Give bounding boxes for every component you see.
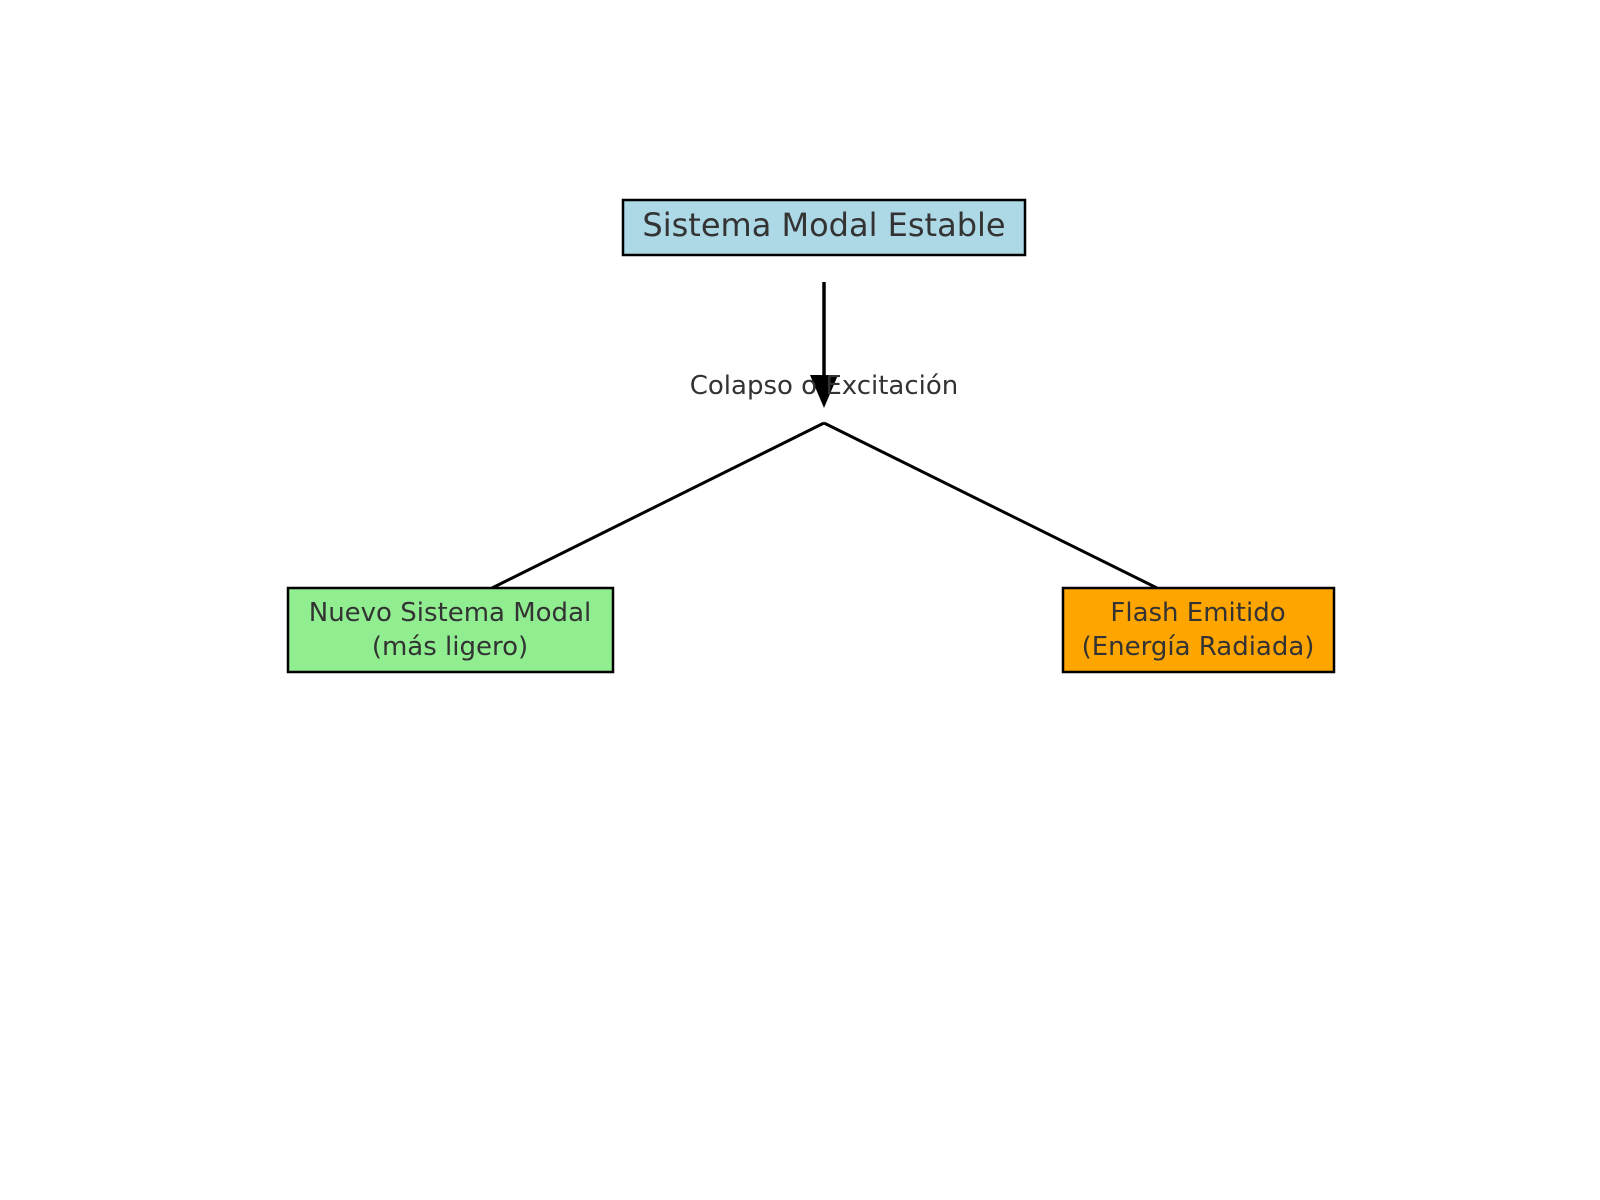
node-root-label: Sistema Modal Estable [642, 206, 1005, 244]
node-left: Nuevo Sistema Modal (más ligero) [286, 586, 615, 674]
node-right-line2: (Energía Radiada) [1082, 632, 1315, 662]
branch-right-line [823, 421, 1158, 590]
edge-label: Colapso o Excitación [690, 371, 959, 401]
arrow-head [810, 375, 838, 408]
node-root-box [621, 198, 1027, 257]
node-right-box [1061, 586, 1336, 674]
node-root: Sistema Modal Estable [621, 198, 1027, 257]
node-left-line2: (más ligero) [372, 632, 528, 662]
node-right-line1: Flash Emitido [1110, 598, 1285, 628]
node-left-box [286, 586, 615, 674]
branch-lines [491, 421, 1158, 590]
node-left-line1: Nuevo Sistema Modal [309, 598, 591, 628]
edge-root-to-split [810, 282, 838, 408]
node-right: Flash Emitido (Energía Radiada) [1061, 586, 1336, 674]
branch-left-line [491, 421, 825, 590]
